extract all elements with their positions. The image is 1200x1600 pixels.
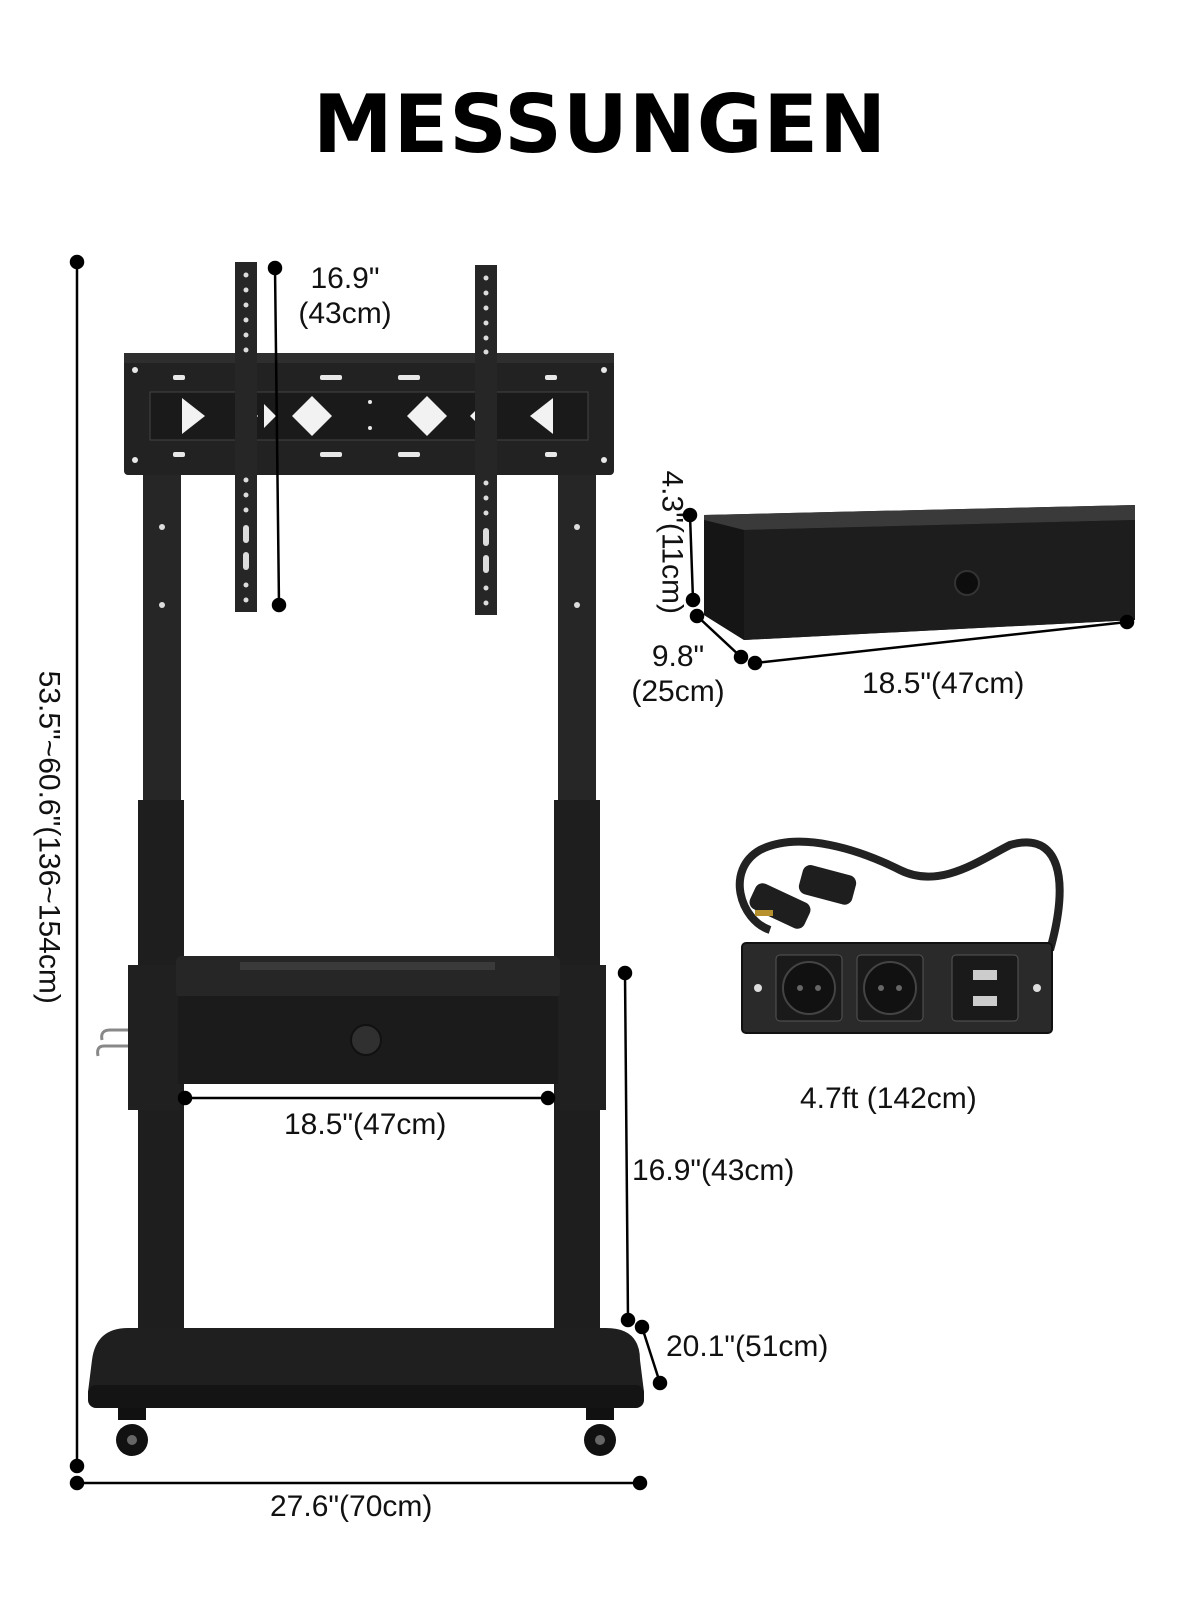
- power-cord-length-label: 4.7ft (142cm): [800, 1082, 977, 1115]
- base-depth-label: 20.1"(51cm): [666, 1330, 829, 1363]
- drawer-height-in: 4.3": [655, 470, 689, 523]
- drawer-depth-cm: (25cm): [631, 674, 725, 708]
- drawer-width-label: 18.5"(47cm): [862, 667, 1025, 700]
- power-strip-icon: [735, 837, 1064, 1034]
- vesa-width-in: 16.9": [310, 262, 380, 295]
- total-height-label: 53.5"~60.6"(136~154cm): [32, 670, 66, 1004]
- base-width-label: 27.6"(70cm): [270, 1490, 433, 1523]
- drawer-height-cm: (11cm): [655, 522, 689, 614]
- drawer-depth-in: 9.8": [651, 640, 705, 673]
- drawer-icon: [704, 505, 1135, 640]
- drawer-depth-label: 9.8" (25cm): [618, 640, 738, 709]
- drawer-height-label: 4.3"(11cm): [654, 467, 689, 617]
- vesa-width-cm: (43cm): [298, 296, 392, 330]
- shelf-height-label: 16.9"(43cm): [632, 1154, 795, 1187]
- vesa-width-label: 16.9" (43cm): [290, 262, 400, 331]
- page-title: MESSUNGEN: [312, 78, 888, 171]
- tv-stand-icon: [88, 262, 644, 1456]
- shelf-width-label: 18.5"(47cm): [284, 1108, 447, 1141]
